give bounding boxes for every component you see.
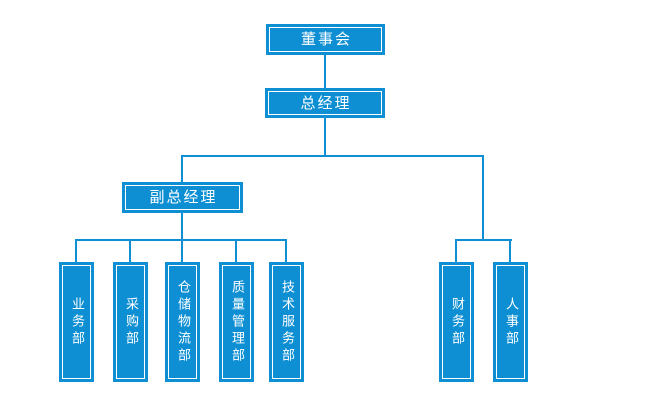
connector-stub-finance [455,239,457,262]
node-hr-dept-label: 人事部 [503,296,518,348]
node-warehouse-logistics-dept-label: 仓储物流部 [175,279,190,365]
node-hr-dept: 人事部 [493,262,528,382]
node-deputy-general-manager: 副总经理 [122,182,243,213]
node-purchasing-dept: 采购部 [113,262,148,382]
node-general-manager: 总经理 [265,88,385,118]
node-purchasing-dept-label: 采购部 [123,296,138,348]
connector-split-to-right-bus [482,155,484,241]
connector-board-to-gm [324,55,326,89]
connector-stub-purchasing [129,239,131,262]
connector-split-bus [181,155,484,157]
node-board-label: 董事会 [300,30,352,48]
node-deputy-general-manager-label: 副总经理 [149,188,218,206]
node-technical-service-dept: 技术服务部 [269,262,304,382]
node-general-manager-label: 总经理 [300,93,352,112]
connector-stub-hr [509,239,511,262]
connector-right-bus [455,239,512,241]
node-finance-dept: 财务部 [439,262,474,382]
connector-stub-quality [235,239,237,262]
node-quality-management-dept-label: 质量管理部 [229,279,244,365]
node-finance-dept-label: 财务部 [449,296,464,348]
connector-stub-business [75,239,77,262]
connector-gm-to-split [324,117,326,157]
connector-stub-tech [285,239,287,262]
connector-split-to-dgm [181,155,183,183]
node-business-dept-label: 业务部 [69,296,84,348]
node-business-dept: 业务部 [59,262,94,382]
node-technical-service-dept-label: 技术服务部 [279,279,294,365]
node-warehouse-logistics-dept: 仓储物流部 [165,262,200,382]
node-quality-management-dept: 质量管理部 [219,262,254,382]
connector-dgm-to-bus [181,213,183,241]
connector-stub-warehouse [181,239,183,262]
node-board: 董事会 [266,24,385,55]
